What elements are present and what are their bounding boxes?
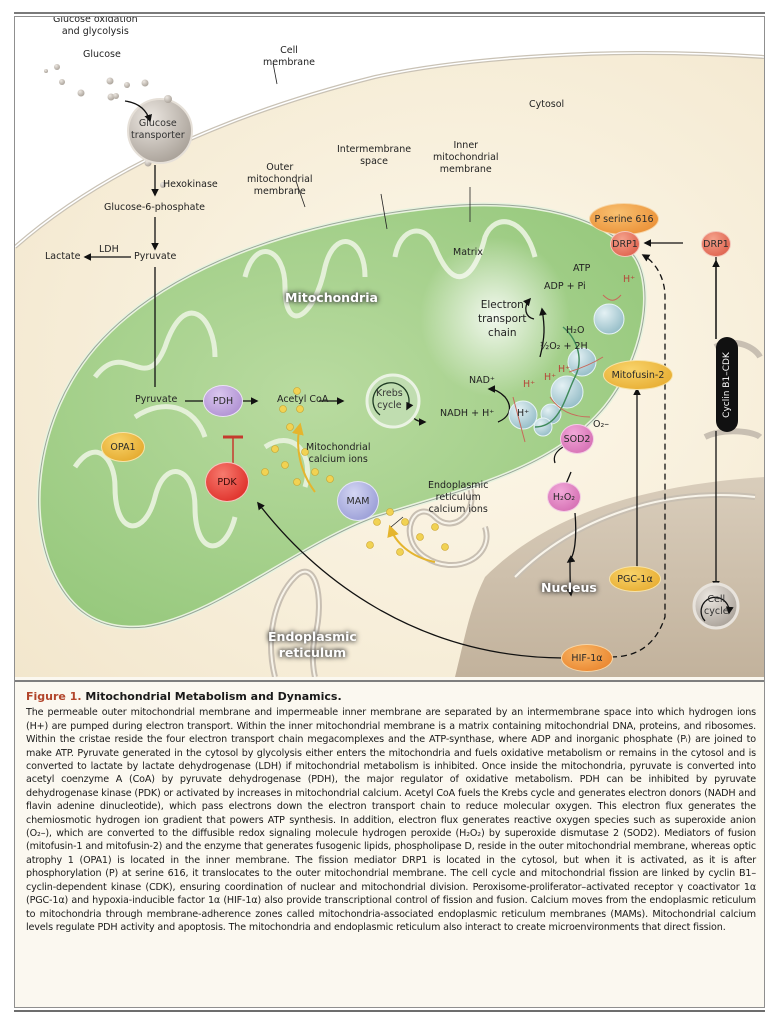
figure-caption: Figure 1. Mitochondrial Metabolism and D…	[26, 690, 756, 934]
caption-body: The permeable outer mitochondrial membra…	[26, 707, 756, 933]
sod2-node: SOD2	[560, 424, 594, 454]
opa1-node: OPA1	[101, 432, 145, 462]
half-o2-label: ½O₂ + 2H	[540, 341, 588, 352]
krebs-cycle	[365, 373, 421, 429]
mitochondria-label: Mitochondria	[285, 290, 378, 305]
acetyl-coa-label: Acetyl CoA	[277, 394, 329, 405]
glucose-label: Glucose	[83, 49, 121, 60]
nadh-label: NADH + H⁺	[440, 408, 495, 419]
pdh-node: PDH	[203, 385, 243, 417]
h2o2-node: H₂O₂	[547, 482, 581, 512]
nad-label: NAD⁺	[469, 375, 495, 386]
caption-title: Figure 1. Mitochondrial Metabolism and D…	[26, 690, 756, 703]
glucose-6-phosphate-label: Glucose-6-phosphate	[104, 202, 206, 213]
pyruvate-mito-label: Pyruvate	[135, 394, 178, 405]
h-plus-label-3: H⁺	[544, 372, 557, 383]
glucose-transporter	[127, 98, 193, 164]
etc-glow	[420, 237, 570, 397]
top-rule	[14, 12, 765, 14]
cyclin-b1-cdk-badge: Cyclin B1–CDK	[716, 337, 738, 432]
pgc-1a-node: PGC-1α	[609, 566, 661, 592]
cell-cycle	[692, 582, 740, 630]
glucose-molecules	[44, 64, 166, 188]
pyruvate-cytosol-label: Pyruvate	[134, 251, 177, 262]
cyclin-label: Cyclin B1–CDK	[722, 351, 732, 418]
nucleus-label: Nucleus	[541, 580, 597, 595]
pdk-node: PDK	[205, 462, 249, 502]
mam-node: MAM	[337, 481, 379, 521]
caption-heading: Mitochondrial Metabolism and Dynamics.	[85, 690, 342, 703]
cytosol-label: Cytosol	[529, 99, 565, 110]
hexokinase-label: Hexokinase	[163, 179, 218, 190]
adp-pi-label: ADP + Pi	[544, 281, 586, 292]
atp-label: ATP	[573, 263, 591, 274]
caption-divider	[15, 680, 764, 682]
ldh-label: LDH	[99, 244, 119, 255]
calcium-ions	[261, 387, 449, 556]
o2-minus-label: O₂–	[593, 419, 610, 430]
drp1-cytosol-node: DRP1	[701, 231, 731, 257]
mitofusin-2-node: Mitofusin-2	[603, 360, 673, 390]
drp1-mito-node: DRP1	[610, 231, 640, 257]
matrix-label: Matrix	[453, 247, 483, 258]
h-plus-label-1: H⁺	[517, 408, 530, 419]
h-plus-label-2: H⁺	[523, 379, 536, 390]
bottom-rule	[14, 1010, 765, 1012]
h-plus-label-5: H⁺	[623, 274, 636, 285]
lactate-label: Lactate	[45, 251, 81, 262]
h-plus-label-4: H⁺	[558, 364, 571, 375]
h2o-label: H₂O	[566, 325, 585, 336]
figure-number: Figure 1.	[26, 690, 82, 703]
hif-1a-node: HIF-1α	[561, 644, 613, 672]
